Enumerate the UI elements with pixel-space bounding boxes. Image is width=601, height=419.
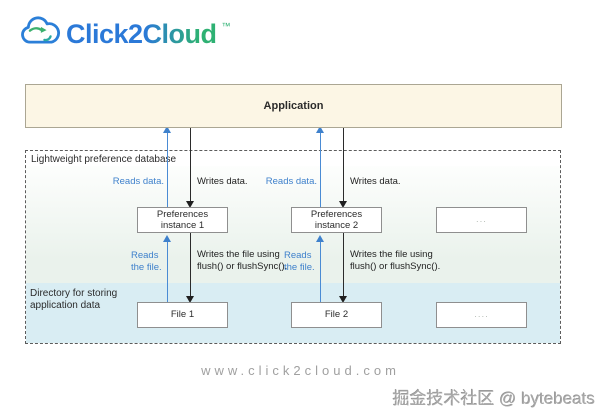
reads-file-label-col2: Reads the file. (284, 250, 315, 273)
writes-data-arrow-col2 (343, 128, 344, 201)
cloud-logo-icon (18, 16, 62, 53)
bytebeats-watermark: 掘金技术社区 @ bytebeats (392, 389, 595, 408)
preferences-instance-1-node: Preferences instance 1 (137, 207, 228, 233)
reads-file-arrow-col2 (320, 242, 321, 303)
writes-file-label-col1: Writes the file using flush() or flushSy… (197, 249, 288, 272)
file-1-node: File 1 (137, 302, 228, 328)
writes-data-arrow-col1 (190, 128, 191, 201)
writes-file-arrowhead-col2 (339, 296, 347, 303)
writes-file-arrow-col2 (343, 233, 344, 296)
trademark-symbol: ™ (221, 20, 231, 31)
reads-data-arrow-col1 (167, 133, 168, 208)
directory-zone-label: Directory for storing application data (30, 288, 118, 311)
writes-file-arrow-col1 (190, 233, 191, 296)
file-more-node: .... (436, 302, 527, 328)
reads-data-label-col2: Reads data. (265, 176, 317, 187)
reads-data-arrowhead-col1 (163, 126, 171, 133)
brand-wordmark: Click2Cloud (66, 19, 217, 49)
reads-file-label-col1: Reads the file. (131, 250, 162, 273)
reads-file-arrowhead-col2 (316, 235, 324, 242)
writes-file-label-col2: Writes the file using flush() or flushSy… (350, 249, 441, 272)
writes-data-arrowhead-col2 (339, 201, 347, 208)
file-2-node: File 2 (291, 302, 382, 328)
reads-data-arrowhead-col2 (316, 126, 324, 133)
reads-data-label-col1: Reads data. (112, 176, 164, 187)
preference-database-zone-label: Lightweight preference database (31, 154, 177, 165)
lightweight-preference-database-container (25, 150, 561, 344)
website-url-text: www.click2cloud.com (201, 363, 400, 378)
preferences-instance-more-node: ... (436, 207, 527, 233)
reads-data-arrow-col2 (320, 133, 321, 208)
writes-data-label-col2: Writes data. (350, 176, 401, 187)
reads-file-arrowhead-col1 (163, 235, 171, 242)
writes-file-arrowhead-col1 (186, 296, 194, 303)
reads-file-arrow-col1 (167, 242, 168, 303)
writes-data-arrowhead-col1 (186, 201, 194, 208)
application-node: Application (25, 84, 562, 128)
preferences-instance-2-node: Preferences instance 2 (291, 207, 382, 233)
click2cloud-logo: Click2Cloud ™ (18, 16, 231, 53)
writes-data-label-col1: Writes data. (197, 176, 248, 187)
